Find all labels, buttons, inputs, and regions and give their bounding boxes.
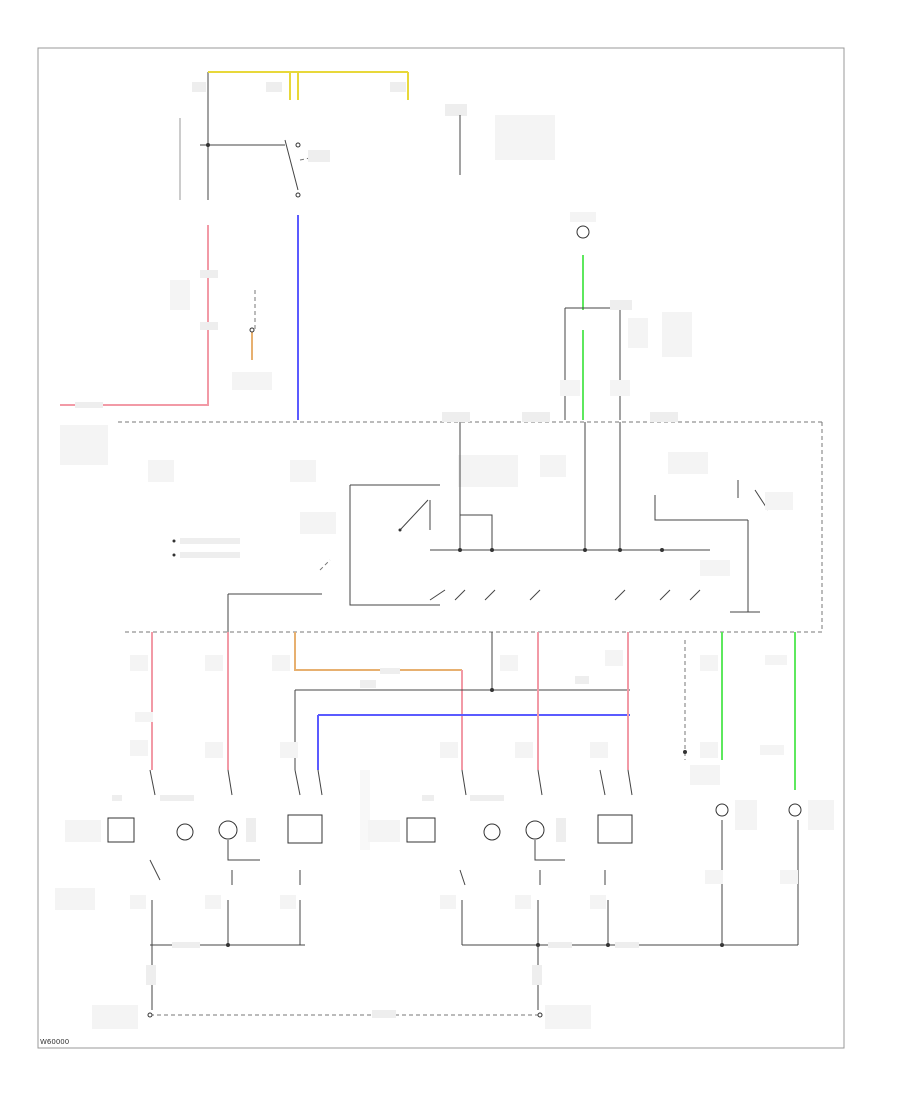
power-feed-top: ··· ··· ··· (179, 71, 555, 200)
ground-link-bottom (147, 1010, 543, 1018)
lower-harness (130, 632, 796, 790)
diagram-frame (37, 47, 845, 1049)
footer-code: W60000 (40, 1038, 69, 1046)
ground-top-right (560, 212, 692, 420)
left-headlamp-assembly (55, 769, 323, 1029)
relay-module (60, 412, 823, 633)
side-marker-lamps (705, 800, 834, 945)
red-feed-left (60, 225, 272, 408)
right-headlamp-assembly (360, 769, 798, 1029)
